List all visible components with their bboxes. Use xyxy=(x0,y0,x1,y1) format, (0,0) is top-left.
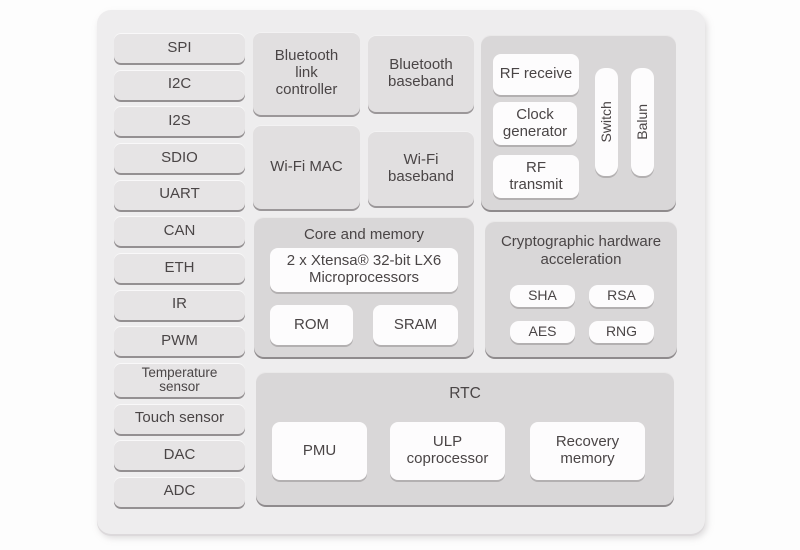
block-eth: ETH xyxy=(114,252,245,283)
block-temperature-sensor: Temperature sensor xyxy=(114,362,245,397)
block-cpu-xtensa-lx6: 2 x Xtensa® 32-bit LX6 Microprocessors xyxy=(270,248,458,292)
block-ulp-coprocessor: ULP coprocessor xyxy=(390,422,505,480)
block-i2c: I2C xyxy=(114,69,245,100)
block-rom: ROM xyxy=(270,305,353,345)
block-spi: SPI xyxy=(114,33,245,63)
region-rtc: RTC PMU ULP coprocessor Recovery memory xyxy=(256,372,674,505)
block-rsa: RSA xyxy=(589,285,654,307)
block-balun: Balun xyxy=(631,68,654,176)
block-sdio: SDIO xyxy=(114,142,245,173)
crypto-title: Cryptographic hardware acceleration xyxy=(500,233,662,268)
block-can: CAN xyxy=(114,216,245,247)
block-wifi-baseband: Wi-Fi baseband xyxy=(368,131,474,206)
block-pwm: PWM xyxy=(114,326,245,357)
block-switch: Switch xyxy=(595,68,618,176)
peripheral-column: SPI I2C I2S SDIO UART CAN ETH IR PWM Tem… xyxy=(114,33,245,507)
block-aes: AES xyxy=(510,321,575,343)
block-wifi-mac: Wi-Fi MAC xyxy=(253,125,360,209)
switch-label: Switch xyxy=(597,101,614,143)
chip-board: SPI I2C I2S SDIO UART CAN ETH IR PWM Tem… xyxy=(97,10,705,534)
region-crypto-acceleration: Cryptographic hardware acceleration SHA … xyxy=(485,221,677,357)
block-rf-receive: RF receive xyxy=(493,54,579,95)
block-touch-sensor: Touch sensor xyxy=(114,403,245,434)
block-rng: RNG xyxy=(589,321,654,343)
block-i2s: I2S xyxy=(114,106,245,137)
core-memory-title: Core and memory xyxy=(303,226,425,243)
block-dac: DAC xyxy=(114,440,245,471)
block-clock-generator: Clock generator xyxy=(493,102,577,145)
rtc-title: RTC xyxy=(449,385,481,402)
block-recovery-memory: Recovery memory xyxy=(530,422,645,480)
balun-label: Balun xyxy=(633,104,650,140)
block-sha: SHA xyxy=(510,285,575,307)
block-bluetooth-link-controller: Bluetooth link controller xyxy=(253,32,360,115)
block-pmu: PMU xyxy=(272,422,367,480)
region-rf: RF receive Clock generator RF transmit S… xyxy=(481,35,676,210)
region-core-and-memory: Core and memory 2 x Xtensa® 32-bit LX6 M… xyxy=(254,217,474,357)
block-uart: UART xyxy=(114,179,245,210)
block-adc: ADC xyxy=(114,476,245,507)
block-rf-transmit: RF transmit xyxy=(493,155,579,198)
block-sram: SRAM xyxy=(373,305,458,345)
block-bluetooth-baseband: Bluetooth baseband xyxy=(368,35,474,112)
block-ir: IR xyxy=(114,289,245,320)
